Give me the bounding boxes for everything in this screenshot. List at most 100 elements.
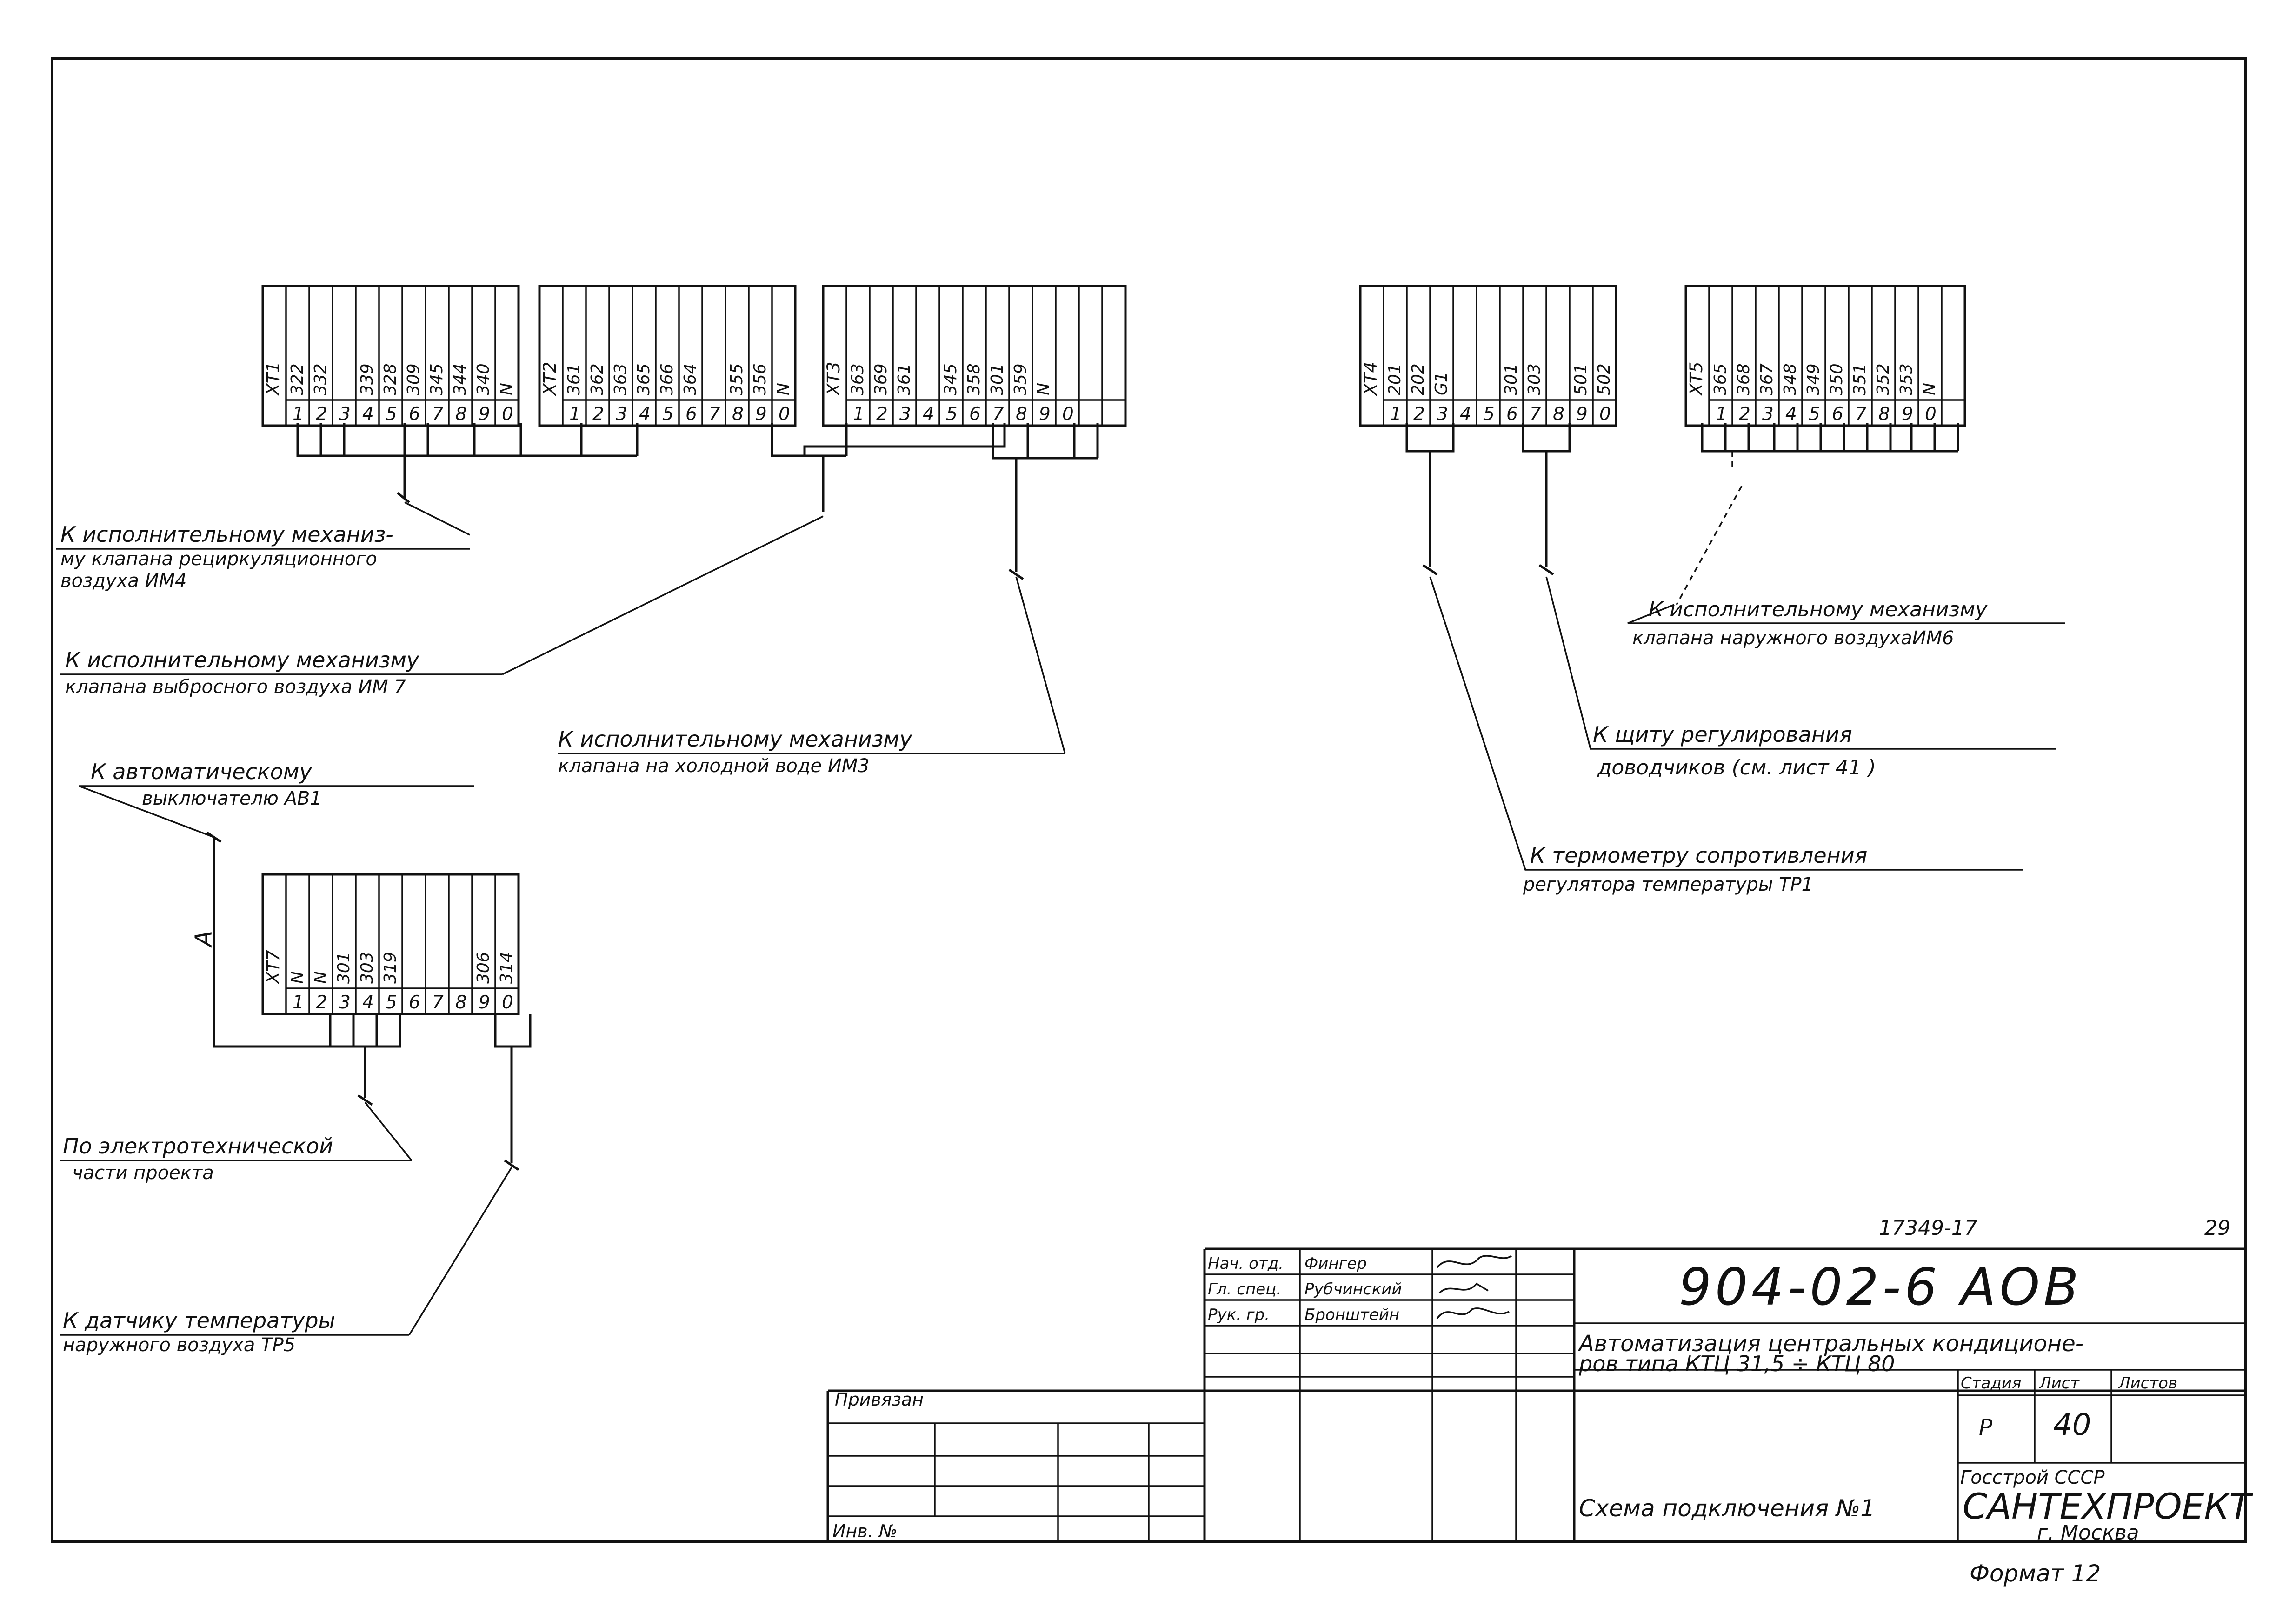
role-head: Нач. отд.: [1208, 1254, 1284, 1273]
bus-tp1: [1405, 423, 1455, 576]
callouts: К исполнительному механиз- му клапана ре…: [60, 522, 1988, 1356]
block-title: XT5: [1686, 362, 1706, 396]
terminal-number: 9: [1902, 404, 1913, 425]
callout-tp1-line2: регулятора температуры ТР1: [1523, 874, 1813, 895]
terminal-number: 6: [1832, 404, 1843, 425]
wire-label: 363: [848, 363, 867, 395]
terminal-number: 3: [1762, 404, 1774, 425]
wire-label: 301: [1502, 363, 1521, 395]
terminal-number: 4: [1460, 404, 1471, 425]
leader-im7: [60, 515, 824, 675]
block-title: XT3: [823, 362, 844, 396]
terminal-number: 7: [992, 404, 1004, 425]
approval-grid: [828, 1422, 2246, 1543]
terminal-number: 7: [1530, 404, 1541, 425]
sheet-title: Схема подключения №1: [1579, 1495, 1875, 1522]
signature-group-lead: [1436, 1307, 1510, 1320]
wire-label: 502: [1595, 363, 1614, 395]
leader-tp1: [1429, 576, 2023, 871]
terminal-number: 9: [479, 992, 490, 1013]
callout-im4-line1: К исполнительному механиз-: [60, 522, 393, 547]
drop-im4: [397, 456, 410, 503]
terminal-number: 0: [779, 404, 790, 425]
wire-label: 359: [1011, 363, 1030, 395]
callout-im4-line3: воздуха ИМ4: [60, 570, 186, 592]
wire-label: 314: [497, 952, 516, 984]
block-title: XT2: [539, 362, 560, 396]
wire-label: 322: [288, 363, 307, 395]
callout-tp1-line1: К термометру сопротивления: [1530, 843, 1867, 868]
terminal-number: 3: [339, 992, 351, 1013]
terminal-number: 4: [1785, 404, 1797, 425]
wire-label: 364: [681, 363, 700, 395]
bus-im7: [771, 423, 848, 512]
callout-tp5-line2: наружного воздуха ТР5: [63, 1334, 295, 1356]
wire-label: G1: [1432, 372, 1451, 395]
format-label: Формат 12: [1970, 1560, 2101, 1587]
bus-electrical: [329, 1014, 401, 1106]
callout-electrical-line2: части проекта: [72, 1162, 214, 1184]
terminal-number: 0: [1599, 404, 1611, 425]
wire-label: 355: [727, 363, 746, 395]
bus-im3: [992, 423, 1099, 580]
terminal-number: 1: [1390, 404, 1402, 425]
block-title: XT1: [263, 362, 283, 396]
terminal-number: 3: [899, 404, 911, 425]
wire-label: 301: [988, 363, 1007, 395]
org-line3: г. Москва: [2037, 1521, 2139, 1545]
wire-label: 365: [634, 363, 653, 395]
leader-im6: [1627, 604, 2065, 624]
terminal-number: 6: [685, 404, 697, 425]
wire-label: 345: [941, 363, 960, 395]
role-group-lead: Рук. гр.: [1208, 1306, 1270, 1324]
terminal-number: 5: [386, 404, 397, 425]
terminal-number: 4: [639, 404, 651, 425]
callout-im7-line1: К исполнительному механизму: [65, 647, 419, 673]
wire-label: 368: [1734, 363, 1753, 395]
wire-label: 369: [872, 363, 891, 395]
terminal-number: 4: [923, 404, 934, 425]
callout-im6-line2: клапана наружного воздухаИМ6: [1632, 627, 1954, 649]
terminal-number: 7: [1855, 404, 1867, 425]
wire-label: 350: [1827, 363, 1846, 395]
callout-ab1-line1: К автоматическому: [91, 759, 313, 784]
terminal-number: 1: [1716, 404, 1727, 425]
wire-label: 349: [1804, 363, 1823, 395]
wire-label: 201: [1385, 363, 1404, 395]
terminal-number: 2: [316, 992, 327, 1013]
name-chief-spec: Рубчинский: [1304, 1280, 1402, 1299]
bus-im6: [1701, 423, 1959, 453]
callout-a-mark: А: [190, 931, 217, 948]
terminal-number: 3: [1437, 404, 1448, 425]
wire-label: 339: [358, 363, 377, 395]
wire-label: 303: [1525, 363, 1544, 395]
name-head: Фингер: [1304, 1254, 1367, 1273]
block-outline: [261, 873, 520, 1015]
terminal-number: 2: [316, 404, 327, 425]
info-grid: [1574, 1322, 2246, 1542]
wire-label: N: [1034, 383, 1053, 395]
signature-grid: [1205, 1249, 1574, 1542]
terminal-number: 8: [455, 992, 467, 1013]
stage-value: Р: [1979, 1414, 1992, 1440]
callout-im3-line1: К исполнительному механизму: [558, 727, 912, 752]
wire-label: N: [497, 383, 516, 395]
connection-lines: [206, 423, 1959, 1171]
terminal-number: 1: [293, 992, 304, 1013]
terminal-number: 2: [876, 404, 888, 425]
title-block-outline: [826, 1247, 2246, 1542]
terminal-number: 4: [362, 992, 374, 1013]
col-sheet: Лист: [2038, 1374, 2080, 1393]
wire-label: 301: [334, 952, 353, 984]
drop-im6: [1676, 451, 1743, 605]
bus-tp5: [494, 1014, 532, 1171]
terminal-number: 9: [1576, 404, 1588, 425]
terminal-number: 0: [1925, 404, 1937, 425]
terminal-number: 8: [1553, 404, 1564, 425]
terminal-number: 7: [432, 992, 444, 1013]
callout-shield-line2: доводчиков (см. лист 41 ): [1597, 756, 1876, 780]
block-title: XT4: [1360, 362, 1381, 396]
